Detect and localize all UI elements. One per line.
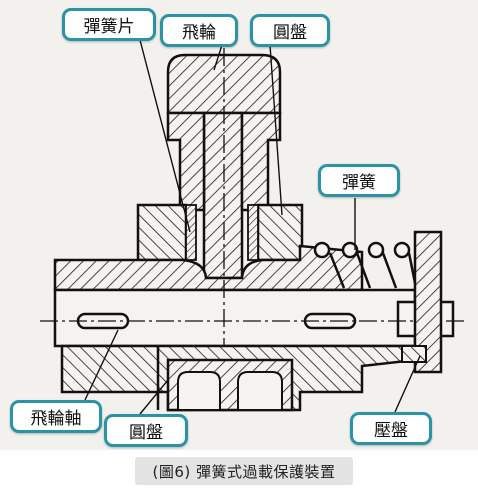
label-pressure-plate: 壓盤 xyxy=(350,412,432,445)
label-disc-bottom: 圓盤 xyxy=(104,414,188,447)
coil-spring xyxy=(313,241,418,289)
disc-upper-left xyxy=(136,203,188,262)
mechanical-drawing xyxy=(0,0,478,450)
leader-lines xyxy=(84,39,421,415)
label-spring-plate: 彈簧片 xyxy=(62,8,156,41)
figure-caption: (圖6) 彈簧式過載保護裝置 xyxy=(135,457,353,485)
housing-upper xyxy=(53,244,364,292)
spring-plate-left xyxy=(185,204,197,261)
lock-nut xyxy=(401,345,427,363)
label-flywheel: 飛輪 xyxy=(160,14,238,47)
flywheel-web-right xyxy=(240,111,282,212)
flywheel-web xyxy=(202,111,244,280)
spring-plate-right xyxy=(247,204,259,261)
flywheel-lower-cutout xyxy=(177,371,221,411)
label-flywheel-shaft: 飛輪軸 xyxy=(10,400,102,433)
label-disc-top: 圓盤 xyxy=(250,14,330,47)
label-spring: 彈簧 xyxy=(318,164,400,197)
disc-upper-right xyxy=(256,203,304,262)
flywheel-lower-cutout-2 xyxy=(237,371,283,411)
